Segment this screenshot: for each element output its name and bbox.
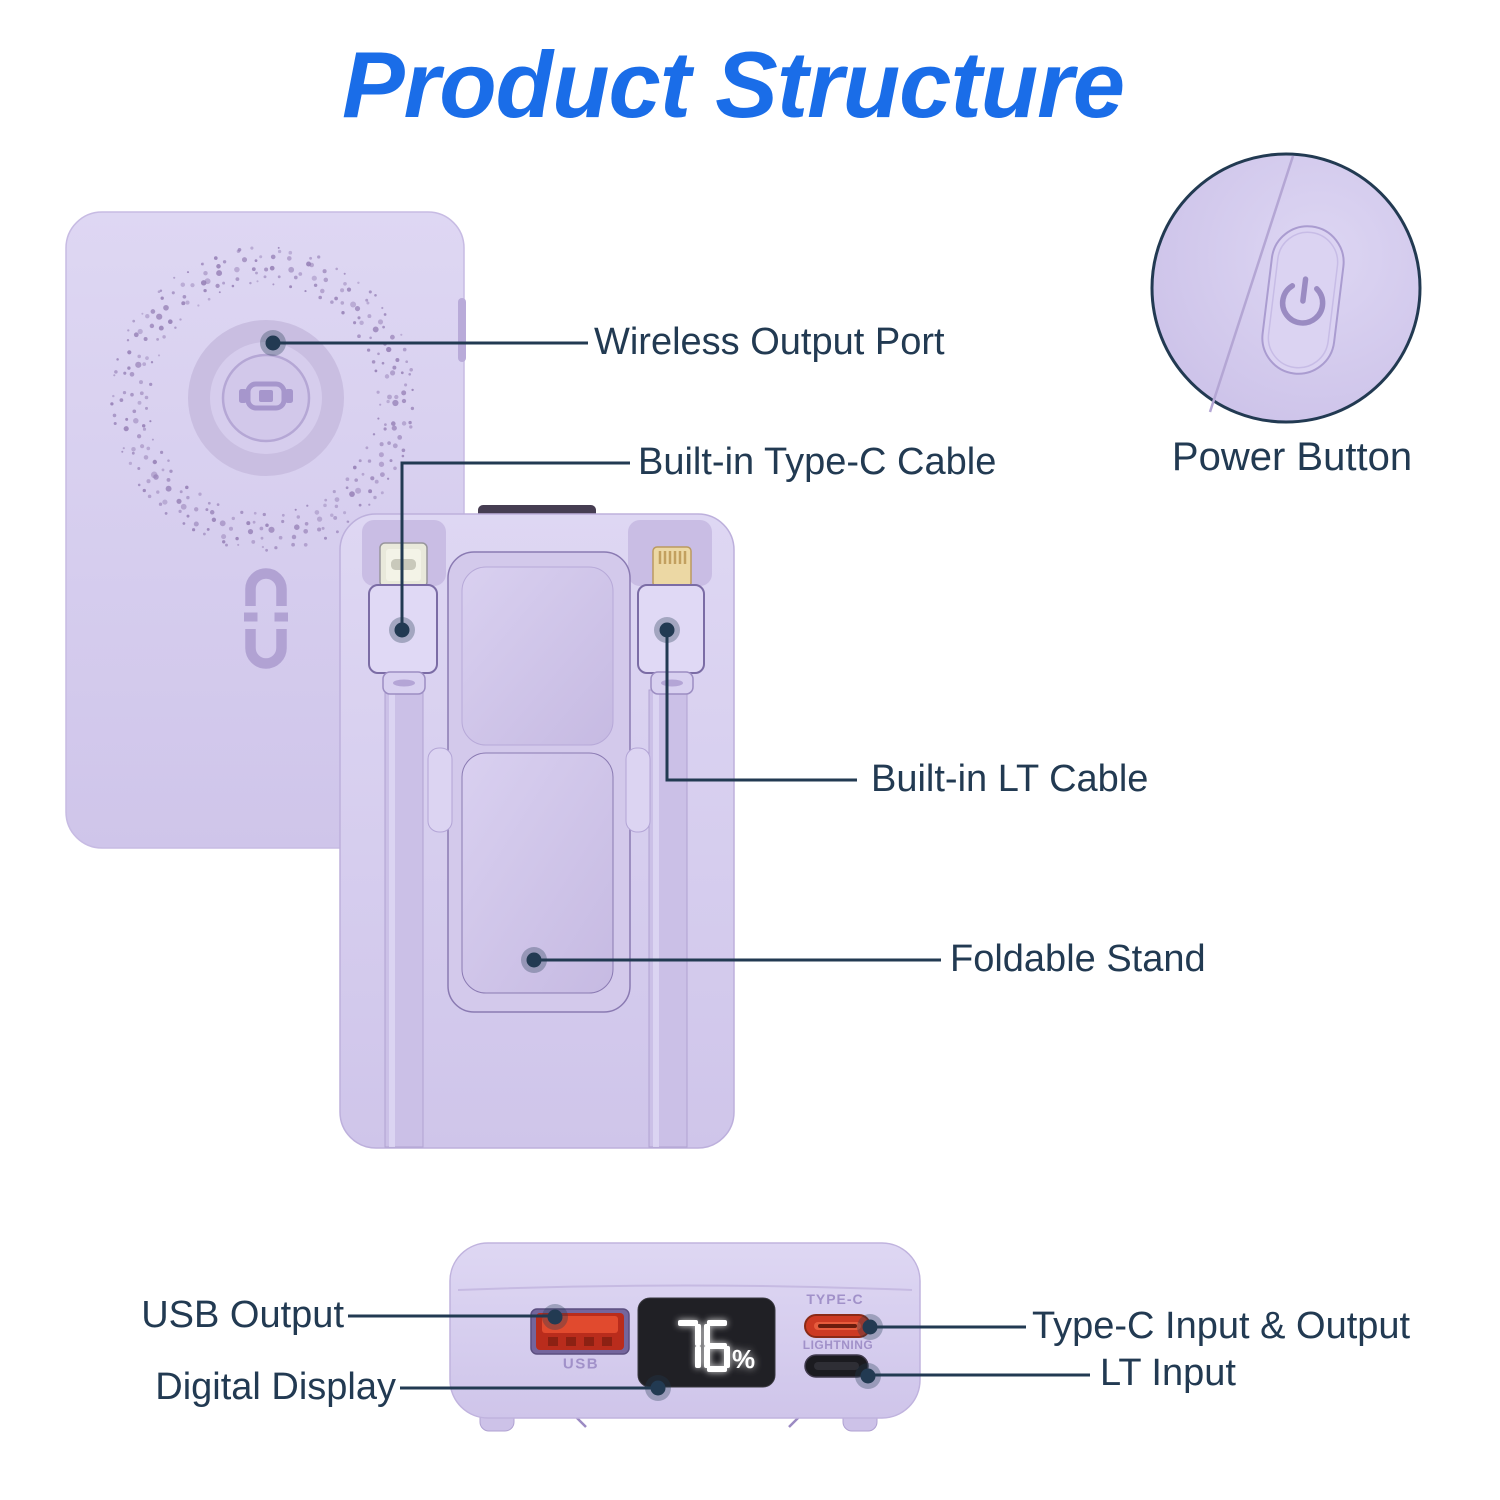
callout-lines: [273, 341, 1090, 1390]
lt-cable-dot: [654, 617, 680, 643]
type-c-input-output-label: Type-C Input & Output: [1032, 1305, 1411, 1348]
type-c-port-dot: [857, 1314, 883, 1340]
lt-input-label: LT Input: [1100, 1352, 1236, 1395]
seven-segment-digit: [704, 1320, 730, 1372]
type-c-port: [804, 1314, 871, 1338]
foldable-stand: [427, 551, 651, 1013]
usb-output-label: USB Output: [141, 1294, 344, 1337]
power-icon: [1279, 276, 1326, 326]
digital-display-label: Digital Display: [155, 1366, 396, 1409]
lt-port-dot: [855, 1363, 881, 1389]
built-in-lt-cable-label: Built-in LT Cable: [871, 758, 1149, 801]
callout-dots: [260, 330, 883, 1401]
battery-percentage-unit: %: [732, 1344, 756, 1374]
foldable-stand-label: Foldable Stand: [950, 938, 1206, 981]
stand-lower-pad: [461, 752, 614, 994]
usb-dot: [542, 1304, 568, 1330]
stand-upper-pad: [461, 566, 614, 746]
usb-port-label: USB: [562, 1355, 600, 1373]
power-button-detail: [1150, 152, 1422, 424]
page-title: Product Structure: [341, 32, 1125, 137]
lightning-port: [804, 1354, 869, 1378]
display-dot: [645, 1375, 671, 1401]
bottom-device: [449, 1242, 921, 1432]
wireless-output-port-label: Wireless Output Port: [594, 321, 945, 364]
wireless-port-dot: [260, 330, 286, 356]
power-button-label: Power Button: [1171, 435, 1413, 479]
type-c-cable-dot: [389, 617, 415, 643]
seven-segment-digit: [675, 1320, 701, 1372]
side-button: [458, 298, 466, 362]
wireless-pad-icon: [239, 381, 293, 411]
lightning-port-label: LIGHTNING: [802, 1338, 874, 1352]
type-c-ribbon-cable: [384, 689, 424, 1148]
battery-percentage-digits: [638, 1298, 775, 1387]
built-in-type-c-cable-label: Built-in Type-C Cable: [638, 441, 997, 484]
back-device: [339, 505, 735, 1149]
stand-dot: [521, 947, 547, 973]
digital-display: %: [638, 1298, 775, 1387]
power-button: [1261, 225, 1345, 375]
type-c-port-label: TYPE-C: [806, 1291, 864, 1307]
brand-logo-icon: [244, 568, 288, 669]
